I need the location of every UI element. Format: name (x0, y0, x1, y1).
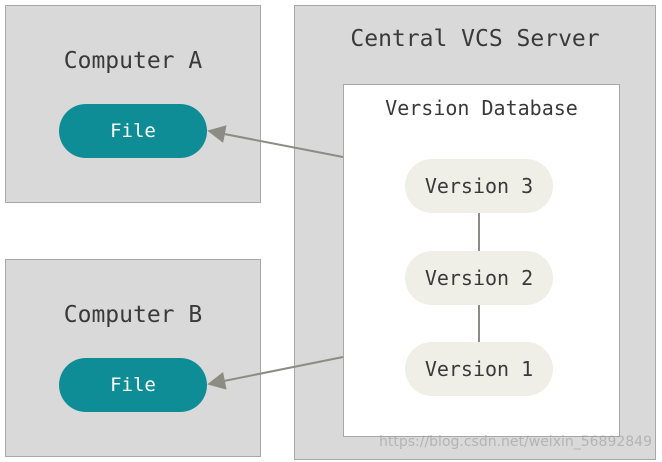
computer-b-title: Computer B (63, 302, 203, 328)
database-title: Version Database (385, 96, 578, 120)
computer-a-title: Computer A (63, 48, 203, 74)
version-1-node: Version 1 (405, 342, 553, 396)
version-2-node: Version 2 (405, 251, 553, 305)
watermark-url: https://blog.csdn.net/weixin_56892849 (378, 434, 652, 450)
version-3-node: Version 3 (405, 159, 553, 213)
server-title: Central VCS Server (350, 26, 600, 52)
computer-a-file: File (59, 104, 207, 158)
computer-b-file: File (59, 358, 207, 412)
